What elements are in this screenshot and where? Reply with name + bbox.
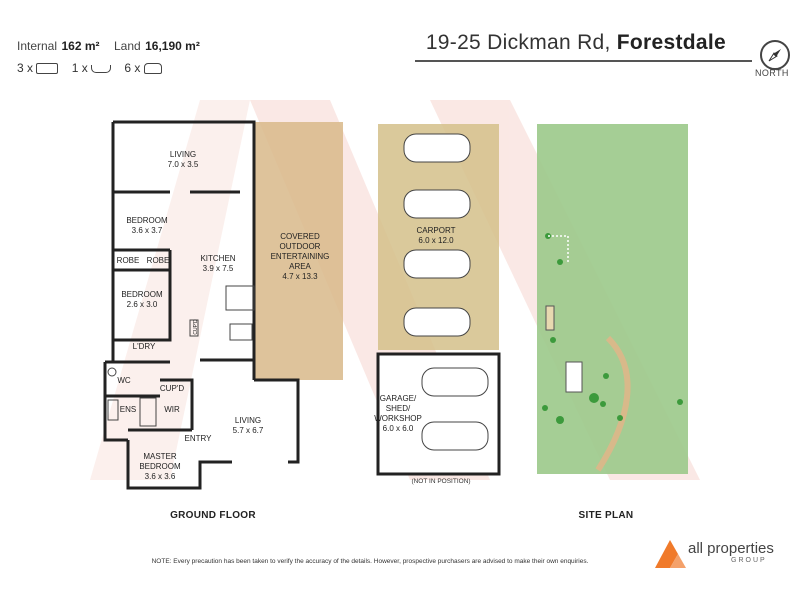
room-garage: GARAGE/ SHED/ WORKSHOP 6.0 x 6.0 (374, 394, 422, 434)
room-name-1: MASTER (143, 452, 177, 461)
north-label: NORTH (755, 68, 789, 78)
house-footprint (565, 361, 583, 393)
not-in-position-note: (NOT IN POSITION) (411, 478, 471, 485)
room-bedroom-1: BEDROOM 3.6 x 3.7 (126, 216, 167, 236)
room-dimension: 6.0 x 6.0 (382, 424, 414, 433)
address-suburb: Forestdale (616, 31, 726, 54)
room-kitchen: KITCHEN 3.9 x 7.5 (200, 254, 235, 274)
fence-line (548, 235, 569, 262)
room-name: BEDROOM (126, 216, 168, 225)
room-dimension: 3.9 x 7.5 (202, 264, 234, 273)
property-address: 19-25 Dickman Rd, Forestdale (426, 31, 726, 55)
room-living-top: LIVING 7.0 x 3.5 (168, 150, 199, 170)
room-ensuite: ENS (119, 405, 137, 414)
trees (542, 233, 683, 424)
header-divider (415, 60, 752, 62)
feature-icons: 3 x 1 x 6 x (17, 61, 162, 75)
room-robe-2: ROBE (146, 256, 170, 265)
room-name-3: WORKSHOP (374, 414, 422, 423)
room-name: CARPORT (416, 226, 456, 235)
disclaimer-note: NOTE: Every precaution has been taken to… (151, 558, 589, 565)
room-name-4: AREA (289, 262, 311, 271)
room-wc: WC (117, 376, 131, 385)
room-dimension: 3.6 x 3.6 (144, 472, 176, 481)
address-street: 19-25 Dickman Rd, (425, 31, 611, 54)
room-name-1: GARAGE/ (379, 394, 417, 403)
bath-icon (91, 64, 112, 73)
room-robe-1: ROBE (116, 256, 140, 265)
room-bedroom-2: BEDROOM 2.6 x 3.0 (121, 290, 162, 310)
shed-footprint (545, 305, 555, 331)
room-dimension: 5.7 x 6.7 (232, 426, 264, 435)
room-entry: ENTRY (184, 434, 212, 443)
room-laundry: L'DRY (132, 342, 156, 351)
land-area: 16,190 m² (145, 39, 200, 53)
ground-floor-label: GROUND FLOOR (170, 510, 256, 521)
room-wir: WIR (164, 405, 180, 414)
brand-logo-subtext: GROUP (731, 557, 767, 564)
site-land (537, 124, 688, 474)
bed-count: 3 x (17, 61, 34, 75)
bath-count: 1 x (71, 61, 88, 75)
brand-logo-text: all properties (688, 540, 774, 557)
room-name: KITCHEN (200, 254, 236, 263)
kitchen-bench (189, 285, 255, 341)
internal-label: Internal (17, 39, 58, 53)
site-plan-label: SITE PLAN (578, 510, 634, 521)
room-living-main: LIVING 5.7 x 6.7 (233, 416, 264, 436)
room-dimension: 2.6 x 3.0 (126, 300, 158, 309)
room-name-2: BEDROOM (139, 462, 181, 471)
room-dimension: 4.7 x 13.3 (282, 272, 318, 281)
room-dimension: 6.0 x 12.0 (418, 236, 454, 245)
bathroom-fixtures (107, 367, 157, 427)
car-count: 6 x (124, 61, 141, 75)
header-stats: Internal 162 m² Land 16,190 m² (17, 37, 200, 55)
house-walls (103, 120, 300, 490)
room-carport: CARPORT 6.0 x 12.0 (417, 226, 456, 246)
room-cupboard-small: CUP'D (193, 319, 199, 335)
room-name-3: ENTERTAINING (270, 252, 330, 261)
room-name: LIVING (234, 416, 262, 425)
room-name: LIVING (169, 150, 197, 159)
room-cupboard: CUP'D (159, 384, 185, 393)
compass-icon (760, 40, 790, 70)
bed-icon (36, 63, 59, 75)
room-name: BEDROOM (121, 290, 163, 299)
room-name-2: OUTDOOR (279, 242, 321, 251)
land-label: Land (113, 39, 141, 53)
compass-needle-icon (768, 49, 781, 62)
car-icon (143, 63, 162, 75)
car-icons (403, 133, 489, 451)
room-name-1: COVERED (280, 232, 320, 241)
covered-outdoor-area (254, 122, 343, 380)
room-name-2: SHED/ (385, 404, 411, 413)
room-covered-outdoor: COVERED OUTDOOR ENTERTAINING AREA 4.7 x … (271, 232, 330, 282)
room-master-bedroom: MASTER BEDROOM 3.6 x 3.6 (139, 452, 180, 482)
room-dimension: 7.0 x 3.5 (167, 160, 199, 169)
internal-area: 162 m² (61, 39, 100, 53)
driveway (595, 335, 631, 472)
room-dimension: 3.6 x 3.7 (131, 226, 163, 235)
